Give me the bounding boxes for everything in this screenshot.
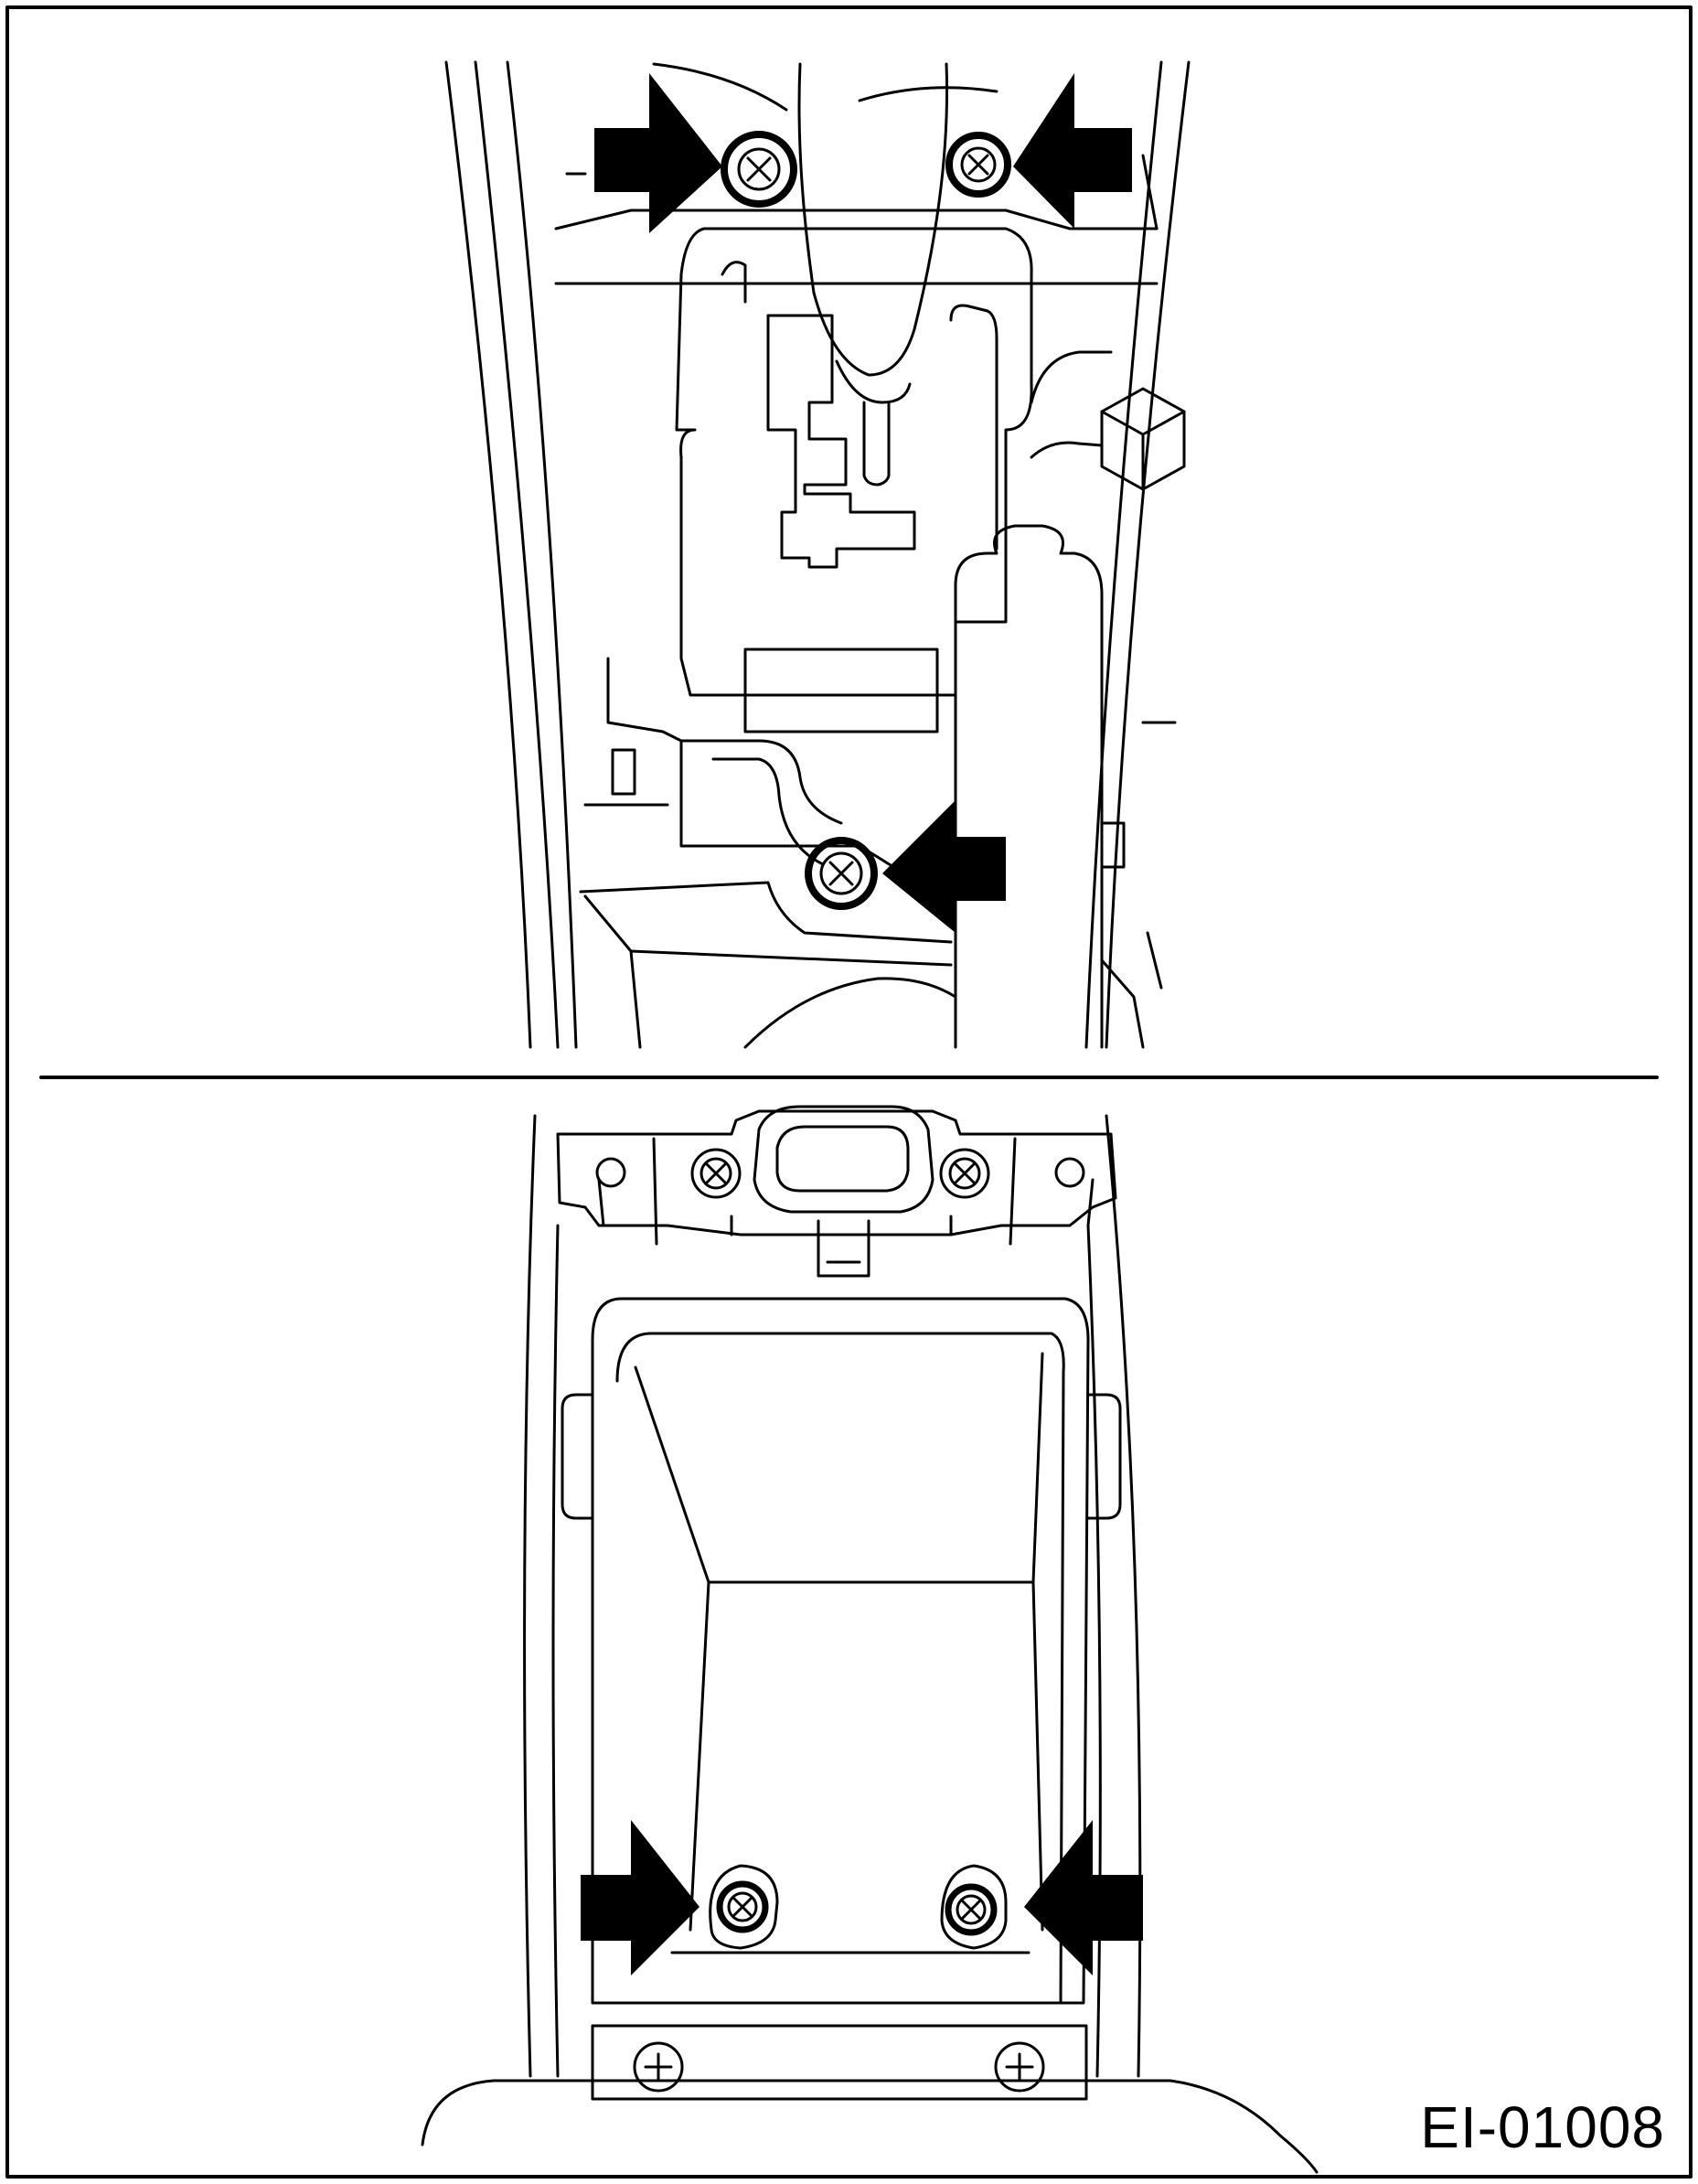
screw-icon	[709, 1864, 779, 1950]
arrow-icon	[594, 73, 722, 233]
screw-icon	[721, 131, 797, 208]
lower-panel	[421, 1105, 1319, 2174]
parking-brake-lever	[954, 524, 1104, 1049]
figure-border	[5, 5, 1693, 2179]
top-bracket	[556, 1109, 1117, 1237]
console-left-wall	[523, 1114, 537, 2078]
arrow-icon	[882, 800, 1006, 933]
figure-reference-code: EI-01008	[1420, 2094, 1665, 2160]
release-handle	[753, 1105, 934, 1214]
upper-panel	[444, 60, 1191, 1049]
screw-icon	[945, 132, 1011, 198]
console-box-interior	[634, 1352, 1044, 1584]
phillips-screw-icon	[994, 2041, 1045, 2093]
cup-holder-arc	[743, 977, 957, 1049]
shift-gate-plate	[675, 227, 1033, 697]
label-plate	[743, 648, 939, 733]
shift-lever	[797, 62, 949, 377]
screw-icon	[690, 1148, 742, 1199]
console-left-wall	[444, 60, 532, 1049]
shift-gate-slot	[766, 314, 916, 569]
arrow-icon	[581, 1820, 699, 1975]
console-box-rim	[591, 1297, 1090, 2005]
phillips-screw-icon	[633, 2041, 684, 2093]
screw-icon	[805, 837, 878, 910]
screw-icon	[939, 1148, 990, 1199]
arrow-icon	[1013, 73, 1132, 229]
screw-icon	[940, 1864, 1008, 1950]
connector-icon	[1100, 387, 1186, 491]
arrow-icon	[1024, 1820, 1143, 1975]
armrest-edge	[421, 2079, 1319, 2174]
lower-cover	[591, 2024, 1088, 2101]
console-right-wall	[1105, 60, 1191, 1049]
